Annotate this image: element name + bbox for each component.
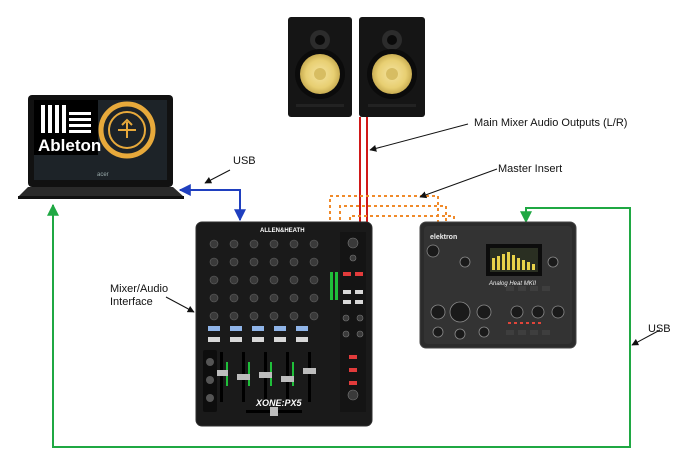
master-insert-label: Master Insert xyxy=(498,163,563,175)
mixer-interface-label: Mixer/Audio Interface xyxy=(110,283,169,308)
main-outputs-arrow xyxy=(369,123,469,152)
main-output-cables xyxy=(359,117,368,228)
mixer-brand: ALLEN&HEATH xyxy=(260,228,305,234)
main-outputs-label: Main Mixer Audio Outputs (L/R) xyxy=(474,117,628,129)
analog-heat-model: Analog Heat MKII xyxy=(488,281,536,287)
mixer-interface-arrow xyxy=(165,296,195,313)
acer-badge: acer xyxy=(97,172,109,178)
usb-cable-analog-heat xyxy=(47,203,631,448)
analog-heat-brand: elektron xyxy=(430,234,457,241)
usb-right-label: USB xyxy=(648,323,671,335)
mixer xyxy=(195,221,373,427)
usb-cable-laptop-mixer xyxy=(178,184,246,222)
usb-right-arrow xyxy=(631,329,661,346)
master-insert-arrow xyxy=(419,168,498,199)
usb-left-label: USB xyxy=(233,155,256,167)
laptop xyxy=(18,95,184,199)
analog-heat-unit xyxy=(419,221,577,349)
studio-monitor-right xyxy=(359,17,425,117)
studio-monitor-left xyxy=(288,17,352,117)
usb-left-arrow xyxy=(204,169,231,184)
mixer-model: XONE:PX5 xyxy=(255,398,303,408)
ableton-wordmark: Ableton xyxy=(38,136,101,155)
